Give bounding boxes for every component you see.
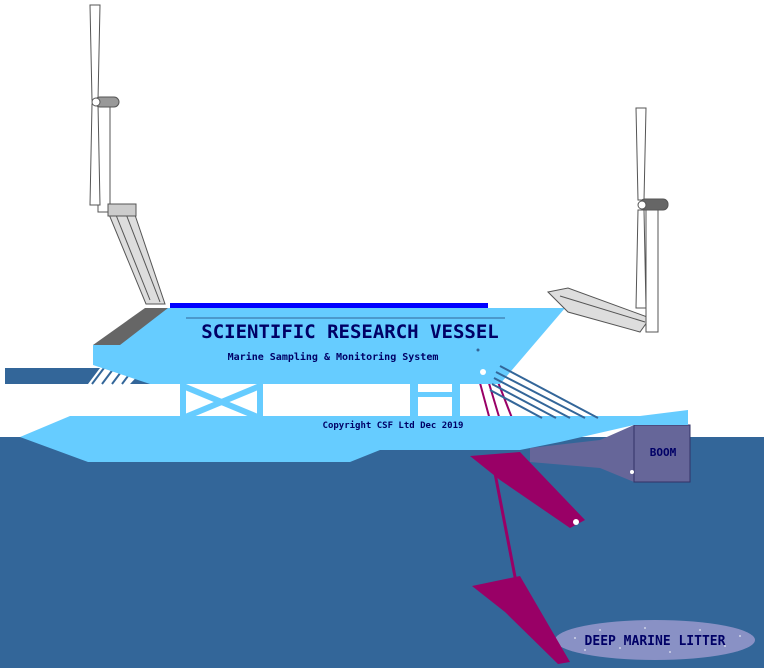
seabed-label: DEEP MARINE LITTER <box>585 634 726 649</box>
vessel-title: SCIENTIFIC RESEARCH VESSEL <box>201 321 498 343</box>
lower-hull <box>20 410 688 462</box>
copyright-text: Copyright CSF Ltd Dec 2019 <box>323 420 464 431</box>
boom: BOOM <box>530 424 691 483</box>
litter-speckles <box>574 627 741 653</box>
net-cable <box>492 467 518 583</box>
solar-panels <box>170 303 488 308</box>
wind-turbine-right <box>546 107 669 333</box>
wind-turbine-left <box>89 4 166 305</box>
vessel-subtitle: Marine Sampling & Monitoring System <box>228 351 439 363</box>
boom-label: BOOM <box>650 446 677 459</box>
upper-net <box>470 452 585 528</box>
support-frame-left <box>180 380 263 421</box>
upper-hull <box>93 308 565 384</box>
support-frame-right <box>410 378 460 418</box>
bow-deck-shade <box>93 308 168 345</box>
rigging-lines <box>489 365 599 419</box>
deep-marine-litter-patch <box>555 620 755 660</box>
lower-net <box>472 576 570 664</box>
